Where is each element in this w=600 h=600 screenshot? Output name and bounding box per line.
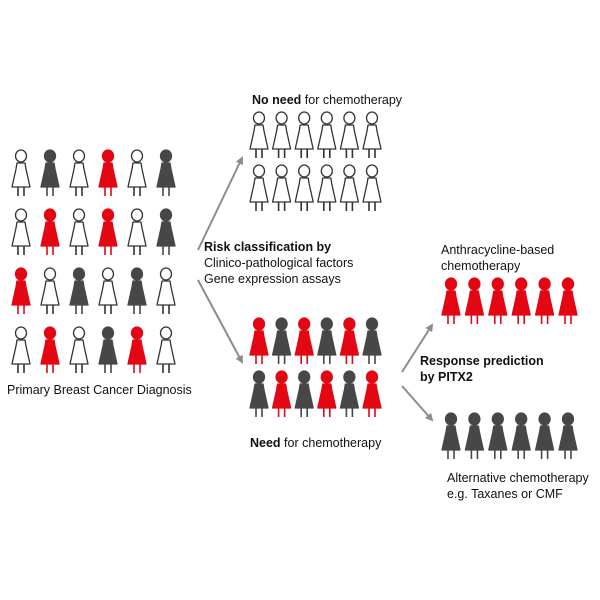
person-dress-icon — [40, 326, 60, 373]
person-dress-icon — [317, 370, 337, 417]
person-dress-icon — [511, 412, 531, 459]
person-dress-icon — [156, 326, 176, 373]
person-dress-icon — [271, 370, 292, 417]
person-dress-icon — [362, 317, 382, 364]
person-dress-icon — [69, 267, 89, 314]
no-need-label: No need for chemotherapy — [252, 93, 402, 108]
person-dress-icon — [271, 164, 292, 211]
person-dress-icon — [294, 164, 314, 211]
anthracycline-line1: Anthracycline-based — [441, 243, 555, 257]
person-dress-icon — [317, 164, 337, 211]
need-label-bold: Need — [250, 436, 281, 450]
person-dress-icon — [156, 208, 176, 255]
arrow-to-need — [197, 279, 243, 364]
alternative-line2: e.g. Taxanes or CMF — [447, 487, 563, 501]
person-dress-icon — [249, 164, 269, 211]
person-dress-icon — [558, 412, 578, 459]
person-dress-icon — [156, 149, 176, 196]
person-dress-icon — [441, 277, 461, 324]
arrow-to-no-need — [197, 156, 244, 251]
person-dress-icon — [317, 317, 337, 364]
person-dress-icon — [127, 149, 147, 196]
risk-title: Risk classification by — [204, 240, 332, 254]
person-dress-icon — [362, 370, 382, 417]
response-line1: Response prediction — [420, 354, 544, 368]
person-dress-icon — [249, 317, 269, 364]
person-dress-icon — [11, 267, 31, 314]
response-line2: by PITX2 — [420, 370, 473, 384]
primary-diagnosis-label: Primary Breast Cancer Diagnosis — [7, 383, 192, 397]
patient-figures — [11, 111, 578, 459]
person-dress-icon — [11, 208, 31, 255]
person-dress-icon — [11, 149, 31, 196]
person-dress-icon — [558, 277, 578, 324]
person-dress-icon — [69, 208, 89, 255]
person-dress-icon — [534, 412, 555, 459]
person-dress-icon — [127, 267, 147, 314]
person-dress-icon — [98, 326, 118, 373]
no-need-label-rest: for chemotherapy — [301, 93, 403, 107]
risk-line1: Clinico-pathological factors — [204, 256, 354, 270]
person-dress-icon — [362, 164, 382, 211]
need-label-rest: for chemotherapy — [280, 436, 382, 450]
person-dress-icon — [464, 412, 485, 459]
person-dress-icon — [127, 208, 147, 255]
flow-arrows — [197, 156, 434, 422]
person-dress-icon — [249, 370, 269, 417]
person-dress-icon — [249, 111, 269, 158]
person-dress-icon — [441, 412, 461, 459]
person-dress-icon — [294, 370, 314, 417]
person-dress-icon — [464, 277, 485, 324]
person-dress-icon — [127, 326, 147, 373]
person-dress-icon — [488, 412, 508, 459]
person-dress-icon — [98, 149, 118, 196]
person-dress-icon — [534, 277, 555, 324]
arrow-to-anthracycline — [401, 323, 434, 373]
person-dress-icon — [271, 111, 292, 158]
person-dress-icon — [339, 317, 360, 364]
person-dress-icon — [156, 267, 176, 314]
person-dress-icon — [271, 317, 292, 364]
person-dress-icon — [294, 111, 314, 158]
person-dress-icon — [488, 277, 508, 324]
person-dress-icon — [339, 164, 360, 211]
person-dress-icon — [40, 208, 60, 255]
arrow-to-alternative — [401, 385, 434, 422]
no-need-label-bold: No need — [252, 93, 302, 107]
person-dress-icon — [40, 267, 60, 314]
person-dress-icon — [294, 317, 314, 364]
person-dress-icon — [98, 208, 118, 255]
person-dress-icon — [69, 326, 89, 373]
alternative-line1: Alternative chemotherapy — [447, 471, 589, 485]
person-dress-icon — [69, 149, 89, 196]
person-dress-icon — [98, 267, 118, 314]
person-dress-icon — [339, 111, 360, 158]
person-dress-icon — [339, 370, 360, 417]
person-dress-icon — [362, 111, 382, 158]
need-label: Need for chemotherapy — [250, 436, 381, 451]
anthracycline-line2: chemotherapy — [441, 259, 521, 273]
person-dress-icon — [511, 277, 531, 324]
risk-line2: Gene expression assays — [204, 272, 341, 286]
person-dress-icon — [317, 111, 337, 158]
person-dress-icon — [11, 326, 31, 373]
person-dress-icon — [40, 149, 60, 196]
